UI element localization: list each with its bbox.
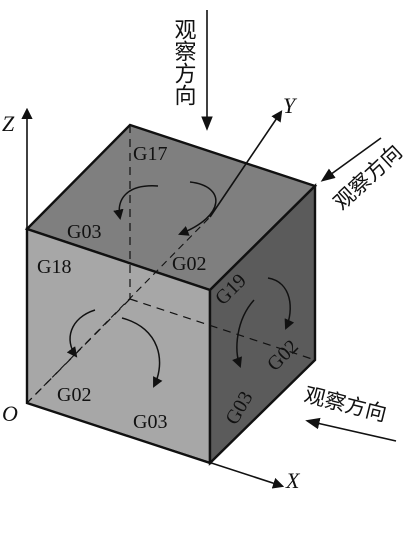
y-axis-hidden — [26, 216, 211, 404]
side-ccw-arc — [232, 299, 255, 368]
x-axis — [26, 402, 285, 489]
view-arrow-right — [320, 137, 382, 182]
plane-front-cw-label: G02 — [57, 384, 91, 406]
top-ccw-arc — [113, 185, 159, 221]
plane-top-ccw-label: G03 — [67, 221, 101, 243]
plane-front-label: G18 — [37, 256, 71, 278]
y-axis-visible — [209, 110, 283, 218]
side-face — [208, 183, 317, 466]
view-label-top: 观察方向 — [171, 18, 197, 106]
hidden-edge-back — [129, 298, 316, 361]
top-cw-arc — [178, 181, 217, 236]
front-cw-arc — [121, 317, 163, 388]
axis-z-label: Z — [2, 111, 15, 136]
axis-y-label: Y — [283, 93, 298, 118]
plane-front-ccw-label: G03 — [133, 411, 167, 433]
view-label-bottom-right: 观察方向 — [302, 383, 389, 427]
view-label-right: 观察方向 — [329, 140, 407, 215]
axis-origin-label: O — [2, 401, 18, 426]
front-ccw-arc — [66, 309, 96, 358]
plane-top-label: G17 — [133, 143, 167, 165]
plane-top-cw-label: G02 — [172, 253, 206, 275]
side-cw-arc — [267, 277, 295, 330]
view-arrow-bottom-right — [305, 417, 397, 442]
axis-x-label: X — [285, 468, 301, 493]
